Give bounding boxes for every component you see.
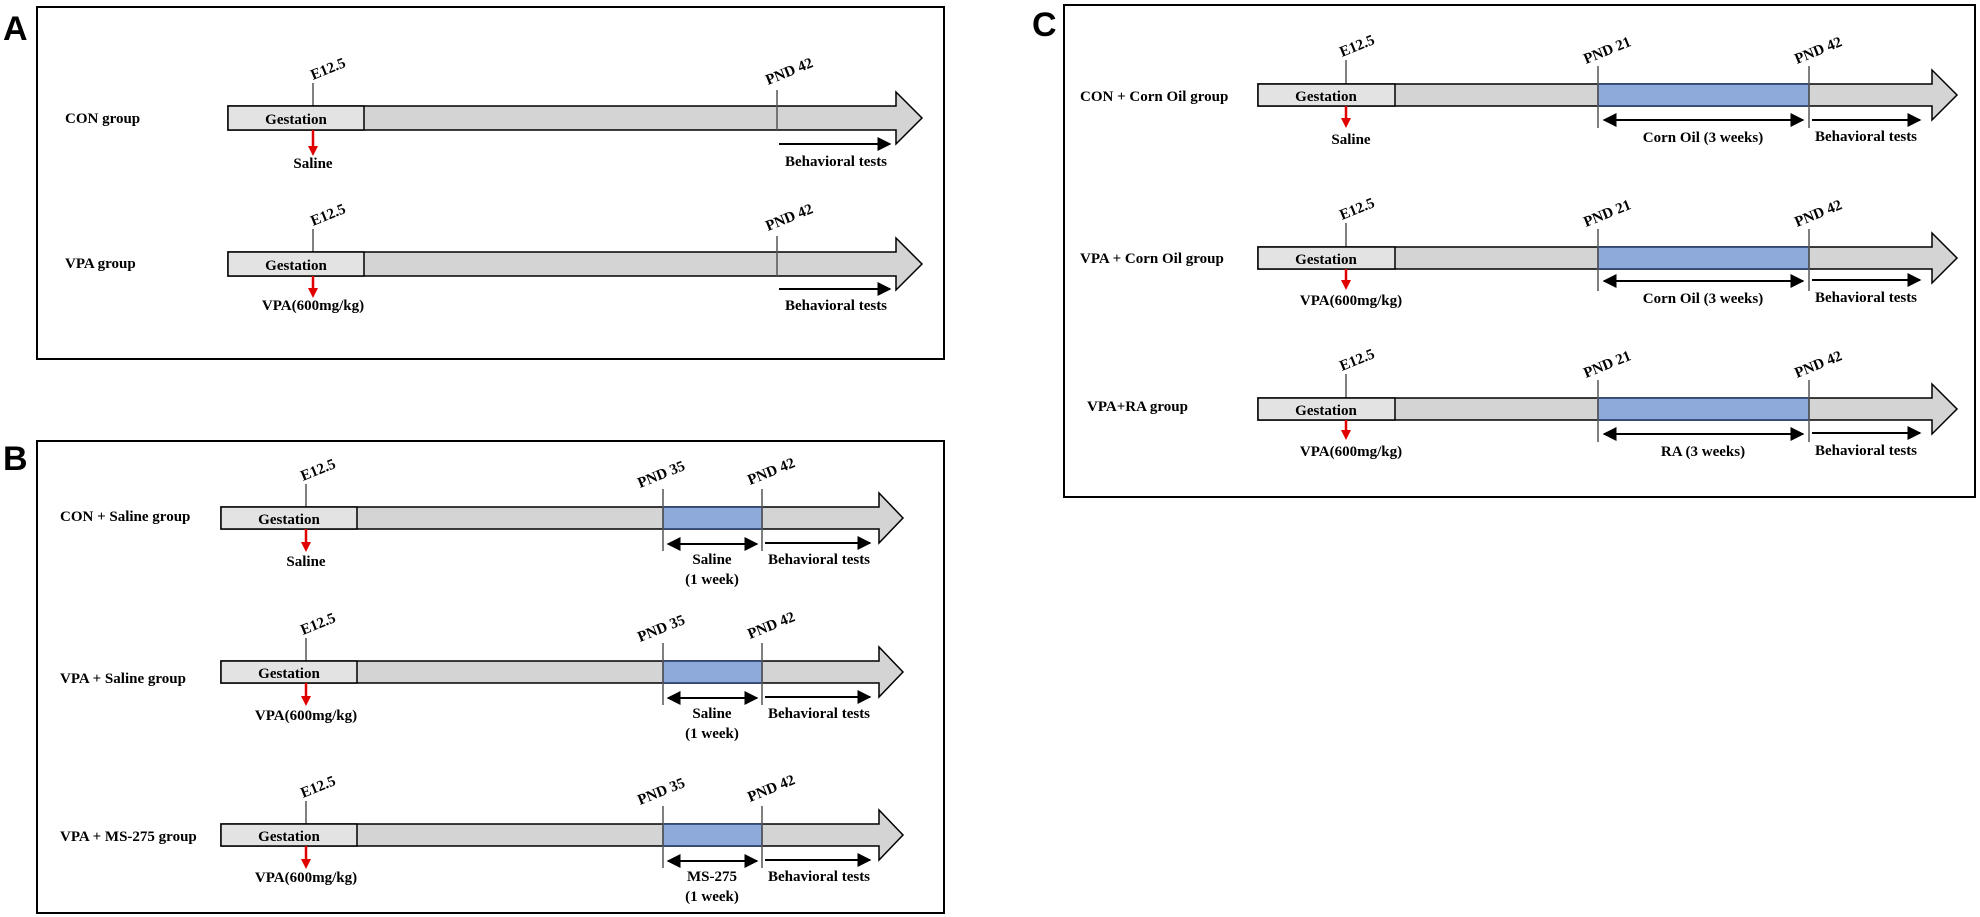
panel-c: C CON + Corn Oil group Gestation E12.5 S… [1032, 4, 1976, 498]
behavioral-label: Behavioral tests [1815, 443, 1917, 459]
treatment-box [1597, 397, 1810, 421]
treatment-label: RA (3 weeks) [1661, 444, 1745, 460]
gestation-box [220, 660, 358, 684]
treatment-duration-label: (1 week) [685, 726, 739, 742]
injection-label: VPA(600mg/kg) [255, 870, 357, 886]
timeline-row: VPA + MS-275 group Gestation E12.5 VPA(6… [60, 772, 905, 905]
group-label: VPA group [65, 256, 136, 272]
behavioral-label: Behavioral tests [768, 869, 870, 885]
gestation-label: Gestation [1295, 403, 1357, 419]
panel-b: B CON + Saline group Gestation E12.5 Sal… [3, 440, 945, 914]
panel-a-frame [36, 6, 945, 360]
gestation-box [1257, 397, 1396, 421]
group-label: CON + Saline group [60, 509, 190, 525]
injection-arrowhead-icon [1341, 430, 1351, 440]
injection-arrowhead-icon [301, 542, 311, 552]
panel-a-letter: A [3, 10, 28, 48]
behavioral-label: Behavioral tests [768, 552, 870, 568]
gestation-label: Gestation [258, 666, 320, 682]
injection-label: Saline [293, 156, 333, 172]
treatment-label: MS-275 [687, 869, 737, 885]
treatment-label: Saline [692, 552, 732, 568]
timeline-row: CON group Gestation E12.5 Saline PND 42 … [65, 55, 924, 172]
treatment-box [1597, 246, 1810, 270]
gestation-box [220, 506, 358, 530]
group-label: VPA + Saline group [60, 671, 186, 687]
treatment-label: Corn Oil (3 weeks) [1643, 130, 1763, 146]
treatment-box [1597, 83, 1810, 107]
behavioral-label: Behavioral tests [1815, 129, 1917, 145]
gestation-box [220, 823, 358, 847]
treatment-box [662, 823, 763, 847]
injection-label: VPA(600mg/kg) [1300, 444, 1402, 460]
injection-arrowhead-icon [1341, 118, 1351, 128]
panel-a: A CON group Gestation E12.5 Saline PND 4… [3, 6, 945, 360]
injection-arrowhead-icon [1341, 280, 1351, 290]
gestation-box [1257, 83, 1396, 107]
injection-label: Saline [286, 554, 326, 570]
injection-arrowhead-icon [301, 696, 311, 706]
treatment-duration-label: (1 week) [685, 572, 739, 588]
gestation-label: Gestation [265, 258, 327, 274]
injection-label: VPA(600mg/kg) [255, 708, 357, 724]
injection-label: VPA(600mg/kg) [1300, 293, 1402, 309]
injection-arrowhead-icon [308, 288, 318, 298]
gestation-box [227, 251, 365, 277]
gestation-box [1257, 246, 1396, 270]
injection-arrowhead-icon [301, 859, 311, 869]
treatment-label: Corn Oil (3 weeks) [1643, 291, 1763, 307]
treatment-label: Saline [692, 706, 732, 722]
gestation-label: Gestation [258, 512, 320, 528]
group-label: VPA + Corn Oil group [1080, 251, 1224, 267]
treatment-box [662, 506, 763, 530]
group-label: VPA + MS-275 group [60, 829, 197, 845]
group-label: CON group [65, 111, 140, 127]
treatment-box [662, 660, 763, 684]
injection-label: VPA(600mg/kg) [262, 298, 364, 314]
injection-arrowhead-icon [308, 146, 318, 156]
gestation-label: Gestation [1295, 89, 1357, 105]
treatment-duration-label: (1 week) [685, 889, 739, 905]
timeline-row: CON + Saline group Gestation E12.5 Salin… [60, 455, 905, 588]
behavioral-label: Behavioral tests [768, 706, 870, 722]
behavioral-label: Behavioral tests [785, 298, 887, 314]
gestation-box [227, 105, 365, 131]
group-label: VPA+RA group [1087, 399, 1188, 415]
behavioral-label: Behavioral tests [1815, 290, 1917, 306]
timeline-row: VPA+RA group Gestation E12.5 VPA(600mg/k… [1087, 346, 1959, 460]
timeline-row: CON + Corn Oil group Gestation E12.5 Sal… [1080, 32, 1959, 148]
gestation-label: Gestation [1295, 252, 1357, 268]
gestation-label: Gestation [265, 112, 327, 128]
panel-b-letter: B [3, 440, 28, 478]
behavioral-label: Behavioral tests [785, 154, 887, 170]
panel-c-letter: C [1032, 6, 1057, 44]
gestation-label: Gestation [258, 829, 320, 845]
group-label: CON + Corn Oil group [1080, 89, 1228, 105]
injection-label: Saline [1331, 132, 1371, 148]
